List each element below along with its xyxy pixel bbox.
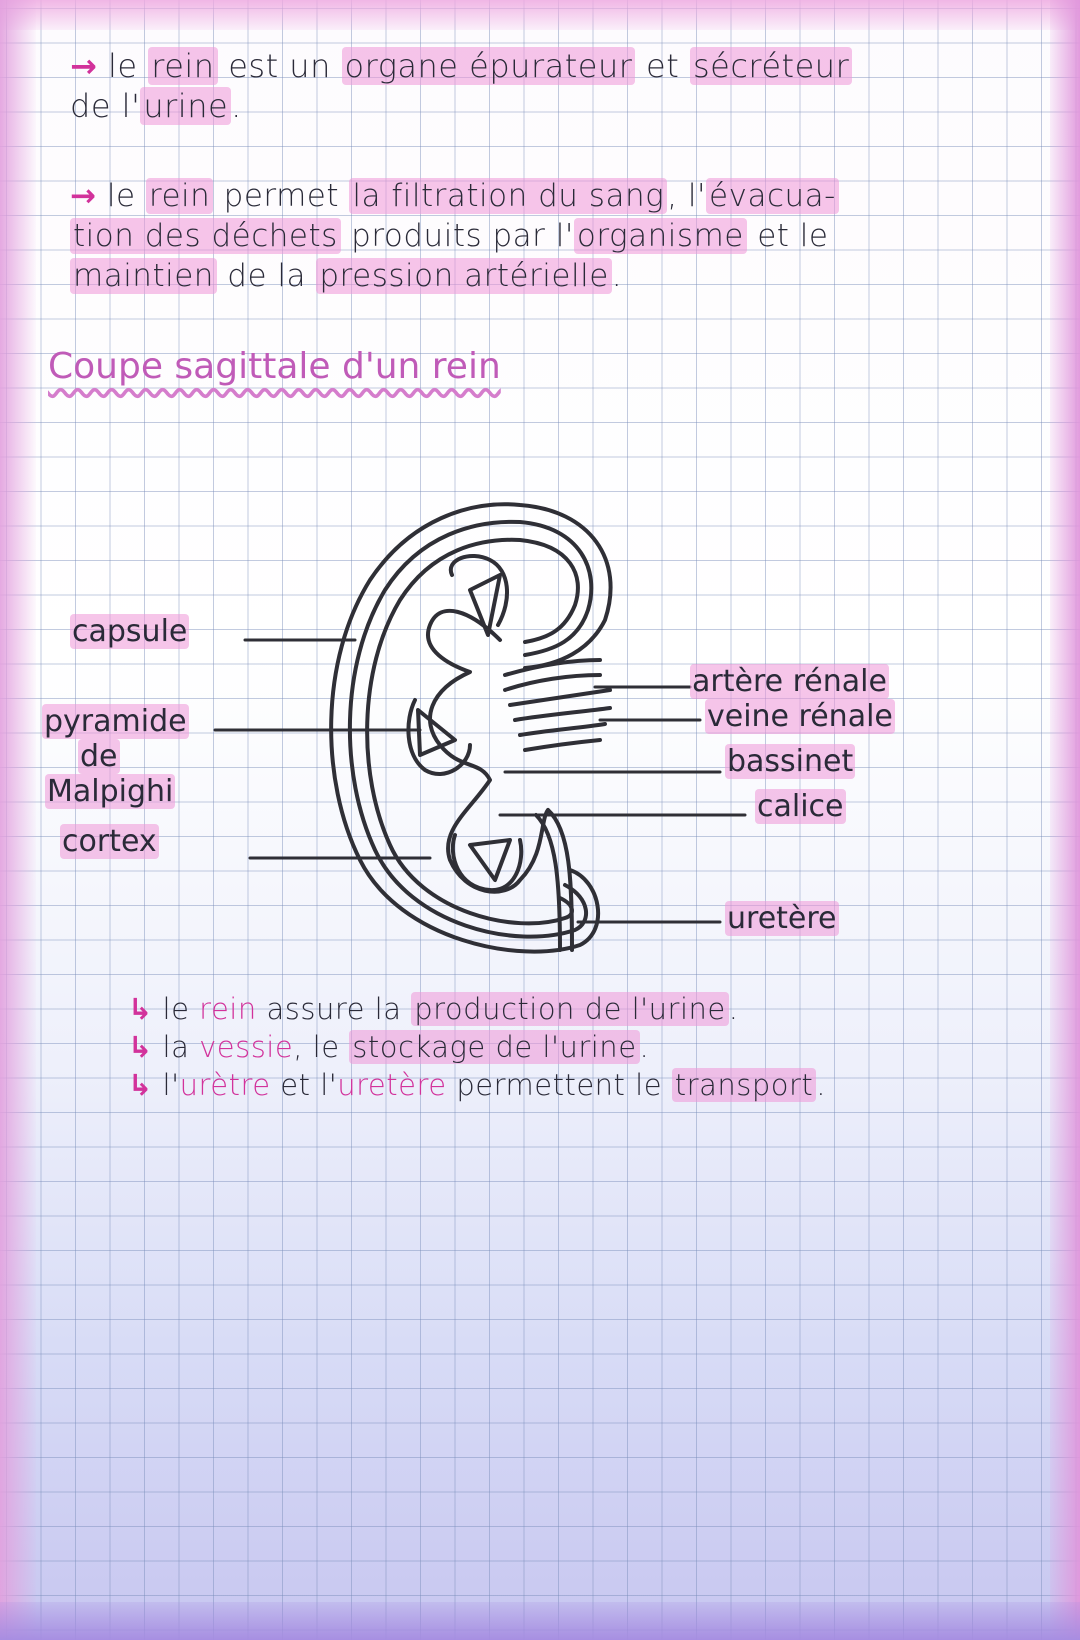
label-pyramide-de: de [78, 739, 120, 774]
medulla-outline [426, 608, 550, 894]
label-bassinet: bassinet [725, 744, 856, 779]
label-calice: calice [755, 789, 846, 824]
note-line: ↳ l'urètre et l'uretère permettent le tr… [128, 1068, 826, 1102]
paragraph-kidney-functions: → le rein permet la filtration du sang, … [70, 176, 839, 296]
capsule-outline [329, 502, 613, 954]
label-cortex: cortex [60, 824, 159, 859]
pyramid-top [468, 573, 502, 637]
arrow-icon: → [70, 178, 97, 214]
ureter [546, 808, 574, 952]
cortex-outline [347, 519, 594, 939]
corner-arrow-icon: ↳ [128, 1030, 153, 1064]
pyramid-bottom [468, 838, 512, 882]
arrow-icon: → [70, 47, 98, 85]
diagram-title: Coupe sagittale d'un rein [48, 346, 501, 387]
paragraph-kidney-role: → le rein est un organe épurateur et séc… [70, 46, 853, 126]
summary-notes: ↳ le rein assure la production de l'urin… [128, 990, 826, 1104]
corner-arrow-icon: ↳ [128, 1068, 153, 1102]
note-line: ↳ la vessie, le stockage de l'urine. [128, 1030, 650, 1064]
pyramid-middle [416, 708, 457, 757]
label-uretere: uretère [725, 901, 839, 936]
label-malpighi: Malpighi [45, 774, 176, 809]
page-border-right [1050, 0, 1080, 1640]
label-artere-renale: artère rénale [690, 664, 889, 699]
label-pyramide: pyramide [42, 704, 189, 739]
page-border-bottom [0, 1602, 1080, 1640]
page-border-top [0, 0, 1080, 30]
note-line: ↳ le rein assure la production de l'urin… [128, 992, 739, 1026]
renal-vein [508, 688, 612, 707]
label-capsule: capsule [70, 614, 190, 649]
renal-artery [503, 658, 602, 677]
corner-arrow-icon: ↳ [128, 992, 153, 1026]
page-border-left [0, 0, 36, 1640]
label-veine-renale: veine rénale [705, 699, 895, 734]
